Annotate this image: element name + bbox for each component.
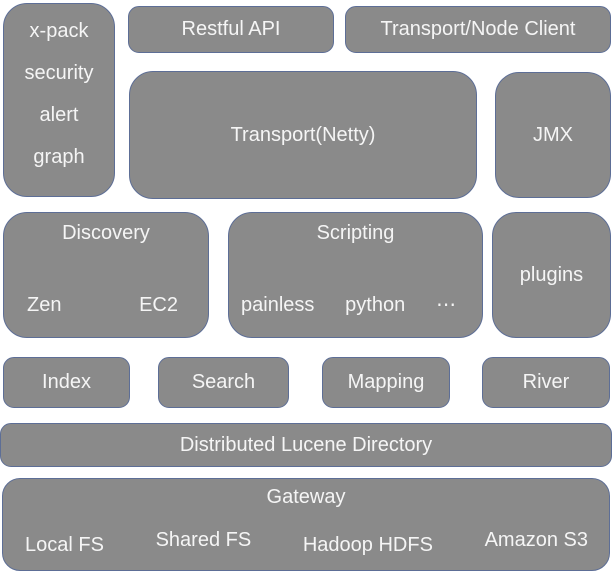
xpack-line-alert: alert	[39, 104, 79, 126]
xpack-line-graph: graph	[33, 146, 85, 168]
gateway-item-local-fs: Local FS	[25, 534, 104, 556]
discovery-items: Zen EC2	[4, 294, 208, 317]
index-box: Index	[3, 357, 130, 408]
gateway-items: Local FS Shared FS Hadoop HDFS Amazon S3	[3, 529, 609, 557]
river-label: River	[522, 371, 570, 393]
jmx-box: JMX	[495, 72, 611, 198]
xpack-line-xpack: x-pack	[29, 20, 89, 42]
scripting-title: Scripting	[316, 222, 395, 244]
scripting-item-python: python	[345, 294, 406, 316]
scripting-item-painless: painless	[241, 294, 315, 316]
distributed-lucene-directory-box: Distributed Lucene Directory	[0, 423, 612, 467]
index-label: Index	[42, 371, 91, 393]
gateway-item-amazon-s3: Amazon S3	[484, 529, 588, 551]
gateway-item-hadoop-hdfs: Hadoop HDFS	[302, 534, 433, 556]
mapping-label: Mapping	[347, 371, 425, 393]
search-box: Search	[158, 357, 289, 408]
gateway-title: Gateway	[266, 486, 346, 508]
scripting-box: Scripting painless python ⋯	[228, 212, 483, 338]
xpack-box: x-pack security alert graph	[3, 3, 115, 197]
gateway-box: Gateway Local FS Shared FS Hadoop HDFS A…	[2, 478, 610, 571]
transport-node-client-box: Transport/Node Client	[345, 6, 611, 53]
discovery-item-ec2: EC2	[139, 294, 178, 316]
plugins-box: plugins	[492, 212, 611, 338]
scripting-items: painless python ⋯	[229, 292, 482, 317]
search-label: Search	[191, 371, 256, 393]
river-box: River	[482, 357, 610, 408]
transport-netty-box: Transport(Netty)	[129, 71, 477, 199]
restful-api-box: Restful API	[128, 6, 334, 53]
mapping-box: Mapping	[322, 357, 450, 408]
xpack-line-security: security	[24, 62, 94, 84]
transport-netty-label: Transport(Netty)	[230, 123, 376, 146]
transport-node-client-label: Transport/Node Client	[380, 18, 576, 40]
plugins-label: plugins	[519, 263, 584, 286]
jmx-label: JMX	[533, 123, 573, 146]
restful-api-label: Restful API	[181, 18, 281, 40]
distributed-lucene-directory-label: Distributed Lucene Directory	[179, 433, 433, 456]
gateway-item-shared-fs: Shared FS	[155, 529, 252, 551]
discovery-item-zen: Zen	[27, 294, 62, 316]
discovery-box: Discovery Zen EC2	[3, 212, 209, 338]
scripting-item-ellipsis: ⋯	[435, 294, 456, 316]
discovery-title: Discovery	[62, 222, 150, 244]
